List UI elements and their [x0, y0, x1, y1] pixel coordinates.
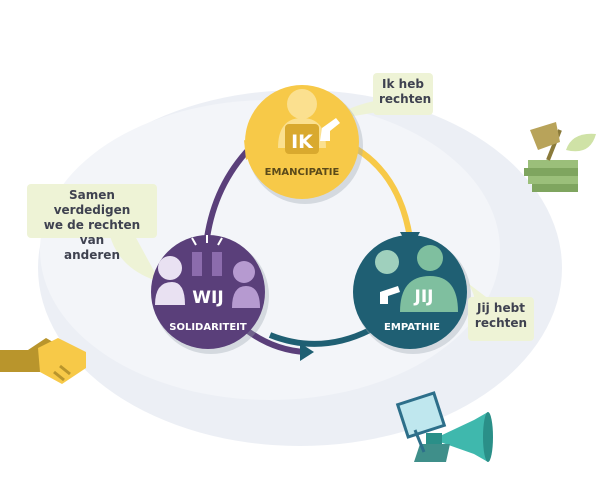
circle-ik-label: EMANCIPATIE: [265, 167, 340, 178]
person-right-body-icon: [232, 286, 260, 308]
person-front-body-icon: [400, 276, 458, 312]
arrow-jij-to-wij: [268, 327, 372, 347]
person-back-head-icon: [375, 250, 399, 274]
bubble-wij-line-3: anderen: [64, 248, 120, 262]
arrow-ik-to-jij: [353, 145, 413, 239]
circle-wij: WIJ SOLIDARITEIT: [151, 235, 269, 354]
pointing-hand-icon: [320, 118, 340, 141]
bubble-jij-line-2: rechten: [474, 316, 528, 330]
bubble-jij-line-1: Jij hebt: [477, 301, 525, 315]
person-left-head-icon: [158, 256, 182, 280]
sign-icon: [395, 391, 447, 453]
raised-hands-icon: [192, 252, 222, 276]
circle-jij: JIJ EMPATHIE: [353, 235, 471, 354]
circle-ik: IK EMANCIPATIE: [245, 85, 363, 204]
bubble-wij-line-1: Samen verdedigen: [53, 188, 131, 217]
shovel-icon: [530, 122, 562, 161]
spark-lines-icon: [191, 235, 223, 246]
handshake-icon: [0, 338, 86, 384]
circle-jij-label: EMPATHIE: [384, 322, 440, 333]
bubble-tail-wij: [110, 236, 160, 282]
circle-jij-short: JIJ: [414, 287, 434, 307]
arrow-wij-to-ik: [204, 145, 253, 239]
bubble-ik-line-1: Ik heb: [382, 77, 424, 91]
person-left-body-icon: [155, 282, 185, 305]
person-front-head-icon: [417, 245, 443, 271]
bubble-jij-hebt-rechten: Jij hebt rechten: [468, 297, 534, 341]
pointing-hand-icon-jij: [380, 286, 400, 304]
circle-wij-label: SOLIDARITEIT: [169, 322, 247, 333]
bubble-wij-line-2: we de rechten van: [43, 218, 141, 247]
bubble-ik-line-2: rechten: [379, 92, 432, 106]
bubble-ik-heb-rechten: Ik heb rechten: [373, 73, 433, 115]
person-head-icon: [287, 89, 317, 119]
arrow-head-wij: [300, 343, 314, 361]
money-icon: [524, 160, 578, 192]
megaphone-icon: [414, 412, 493, 462]
circle-wij-short: WIJ: [192, 288, 223, 308]
leaf-icon: [566, 133, 596, 152]
person-right-head-icon: [233, 261, 255, 283]
bubble-samen-verdedigen: Samen verdedigen we de rechten van ander…: [27, 184, 157, 262]
circle-ik-short: IK: [291, 131, 314, 153]
